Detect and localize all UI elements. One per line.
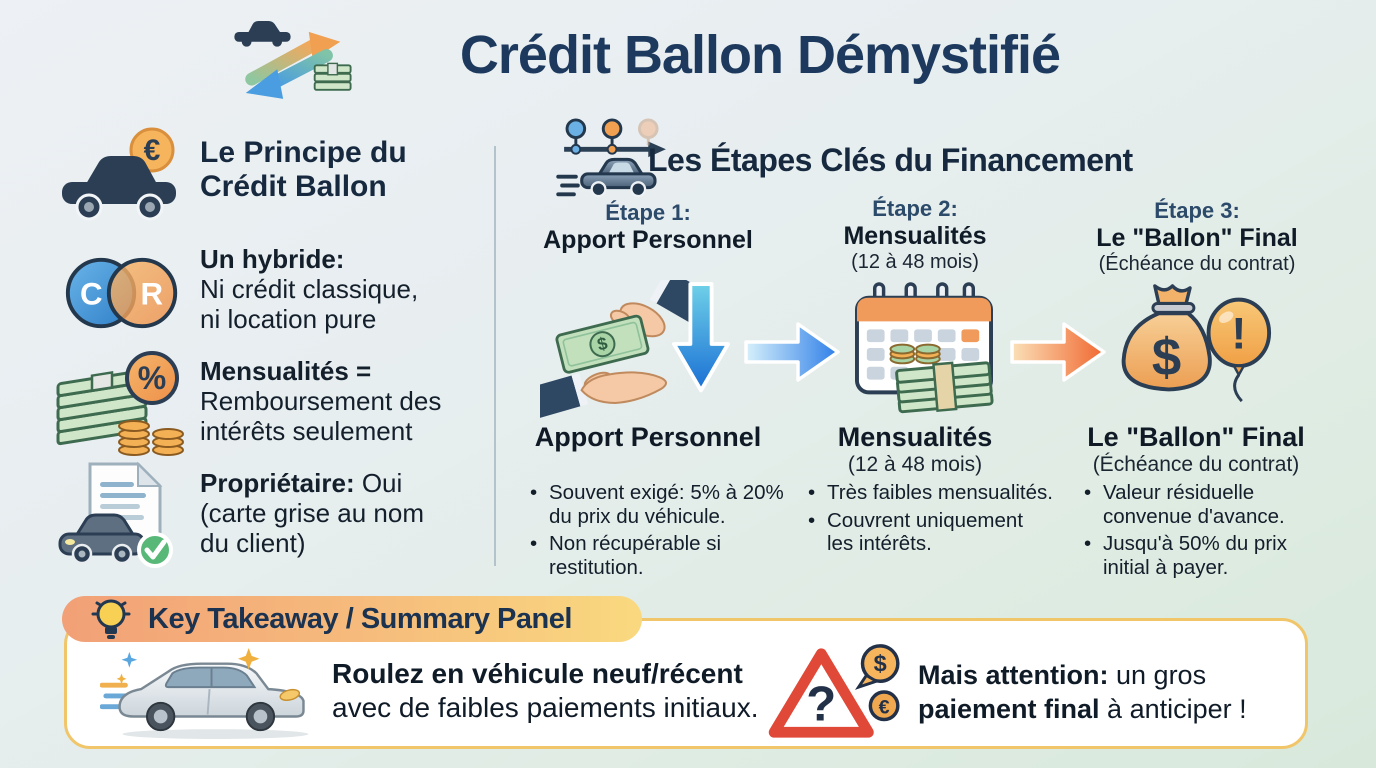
bullet: Valeur résiduelle convenue d'avance. [1082, 481, 1334, 528]
principle-heading-line1: Le Principe du [200, 136, 407, 169]
down-arrow-icon [672, 282, 730, 393]
section-divider [494, 146, 496, 566]
svg-text:?: ? [806, 677, 836, 731]
svg-text:R: R [141, 277, 164, 312]
bullet: Non récupérable si restitution. [528, 532, 790, 579]
step3-bullets: Valeur résiduelle convenue d'avance. Jus… [1082, 481, 1334, 583]
summary-header-pill: Key Takeaway / Summary Panel [62, 596, 642, 642]
step2-caption: Mensualités (12 à 48 mois) [837, 422, 993, 476]
timeline-car-icon [556, 118, 666, 198]
svg-text:€: € [144, 134, 161, 167]
car-euro-icon: € [62, 127, 176, 221]
registration-card-car-check-icon [58, 461, 173, 568]
bullet: Couvrent uniquement les intérêts. [806, 509, 1054, 556]
warning-question-icon: ? $ € [768, 644, 900, 738]
step1-header: Étape 1: Apport Personnel [543, 200, 753, 254]
bullet: Souvent exigé: 5% à 20% du prix du véhic… [528, 481, 790, 528]
steps-heading: Les Étapes Clés du Financement [648, 142, 1133, 178]
bullet: Très faibles mensualités. [806, 481, 1054, 505]
venn-credit-location-icon: C R [65, 257, 178, 329]
principle-item-proprietaire: Propriétaire: Oui (carte grise au nom du… [200, 468, 424, 558]
bullet: Jusqu'à 50% du prix initial à payer. [1082, 532, 1334, 579]
arrow-right-blue-icon [744, 322, 840, 382]
principle-item-mensualites: Mensualités = Remboursement des intérêts… [200, 356, 442, 446]
step1-caption: Apport Personnel [534, 422, 762, 452]
step1-bullets: Souvent exigé: 5% à 20% du prix du véhic… [528, 481, 790, 583]
page-title: Crédit Ballon Démystifié [459, 25, 1061, 85]
principle-heading: Le Principe du Crédit Ballon [200, 136, 407, 204]
cash-percent-icon: % [56, 351, 184, 456]
principle-heading-line2: Crédit Ballon [200, 170, 387, 203]
summary-con-text: Mais attention: un gros paiement final à… [918, 660, 1247, 724]
summary-header-text: Key Takeaway / Summary Panel [148, 602, 572, 635]
svg-text:C: C [80, 277, 103, 312]
svg-text:$: $ [874, 650, 887, 676]
calendar-payments-icon [855, 282, 994, 414]
hand-giving-money-icon: $ [540, 280, 700, 420]
step2-bullets: Très faibles mensualités. Couvrent uniqu… [806, 481, 1054, 560]
lightbulb-icon [91, 599, 131, 639]
summary-pro-text: Roulez en véhicule neuf/récent avec de f… [332, 658, 759, 723]
moneybag-balloon-icon: ! $ [1121, 284, 1272, 403]
principle-item-hybride: Un hybride: Ni crédit classique, ni loca… [200, 244, 419, 334]
svg-text:!: ! [1231, 307, 1246, 358]
step3-caption: Le "Ballon" Final (Échéance du contrat) [1087, 422, 1305, 476]
car-swap-money-icon [234, 21, 352, 99]
step2-header: Étape 2: Mensualités (12 à 48 mois) [843, 196, 987, 273]
svg-text:$: $ [1152, 328, 1181, 387]
step3-header: Étape 3: Le "Ballon" Final (Échéance du … [1096, 198, 1298, 275]
arrow-right-orange-icon [1010, 322, 1106, 382]
summary-car-illustration [100, 648, 309, 739]
svg-text:%: % [138, 360, 166, 396]
svg-text:€: € [879, 697, 890, 719]
